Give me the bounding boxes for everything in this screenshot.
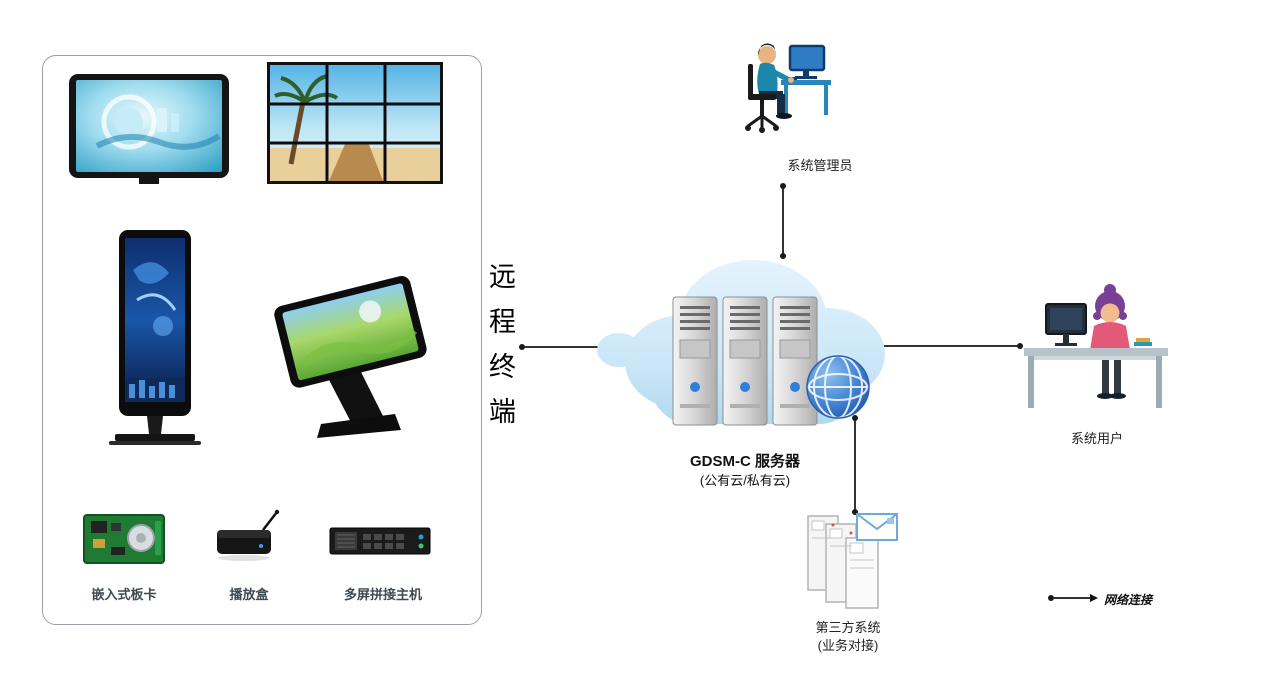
video-wall-icon: [267, 62, 443, 189]
connector-admin-cloud: [782, 186, 784, 256]
touch-table-icon: [265, 264, 433, 447]
remote-terminal-label: 远程终端: [485, 262, 515, 442]
system-admin-label: 系统管理员: [787, 158, 853, 173]
system-user-label: 系统用户: [1070, 431, 1123, 446]
terminal-devices-panel: 嵌入式板卡 播放盒 多屏拼接主机: [42, 55, 482, 625]
system-user-icon: [1018, 278, 1173, 428]
cloud-server-title: GDSM-C 服务器: [690, 453, 800, 470]
third-party-subtitle: (业务对接): [817, 638, 879, 653]
connector-endpoint-dot: [780, 253, 786, 259]
standing-kiosk-icon: [103, 228, 208, 455]
connector-terminal-cloud: [522, 346, 628, 348]
multiscreen-host-label: 多屏拼接主机: [343, 587, 422, 602]
legend-endpoint-dot: [1048, 595, 1054, 601]
legend-arrow-icon: [1090, 593, 1098, 602]
rack-host-icon: [329, 522, 431, 563]
player-box-icon: [213, 508, 285, 569]
connector-cloud-user: [878, 345, 1020, 347]
third-party-system-icon: [805, 512, 900, 617]
connector-endpoint-dot: [852, 415, 858, 421]
third-party-title: 第三方系统: [815, 620, 881, 635]
connector-endpoint-dot: [519, 344, 525, 350]
connector-endpoint-dot: [1017, 343, 1023, 349]
player-box-label: 播放盒: [229, 587, 269, 602]
system-admin-icon: [733, 38, 833, 143]
cloud-server-icon: [595, 222, 895, 472]
legend-network-label: 网络连接: [1104, 593, 1153, 607]
wall-display-icon: [69, 74, 229, 189]
connector-endpoint-dot: [852, 509, 858, 515]
embedded-board-label: 嵌入式板卡: [91, 587, 157, 602]
connector-endpoint-dot: [780, 183, 786, 189]
cloud-server-subtitle: (公有云/私有云): [699, 473, 791, 488]
connector-cloud-thirdparty: [854, 418, 856, 512]
embedded-board-icon: [83, 511, 165, 572]
legend-line: [1054, 597, 1090, 599]
